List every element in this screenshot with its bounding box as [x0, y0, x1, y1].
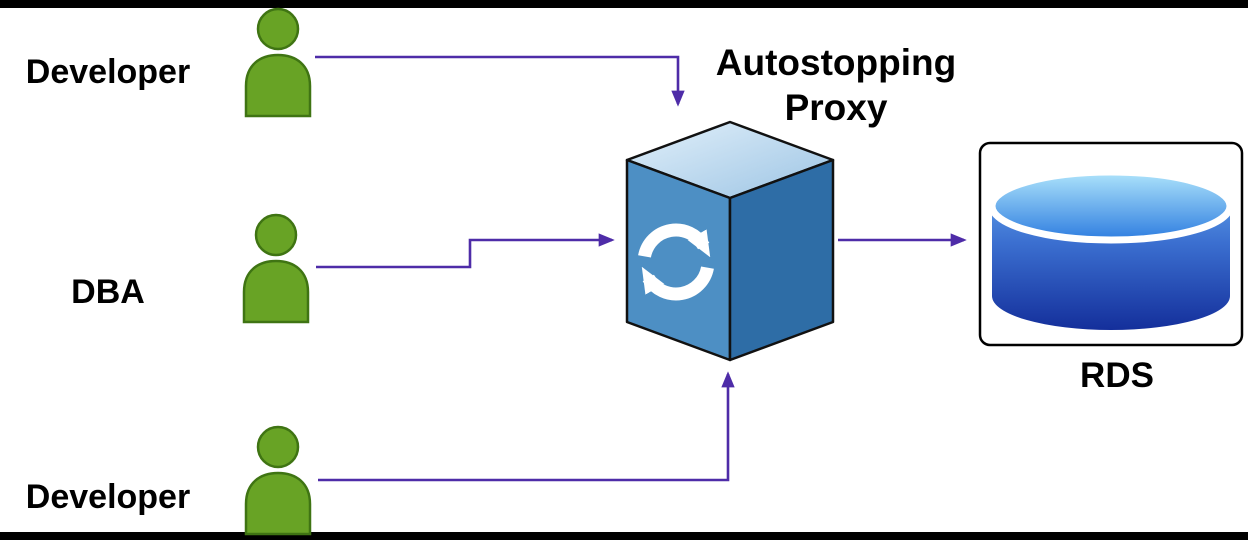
dba-person-icon	[242, 213, 310, 324]
proxy-label-line2: Proxy	[784, 87, 888, 129]
sync-icon	[638, 223, 714, 301]
rds-label: RDS	[1080, 356, 1154, 395]
bottom-border	[0, 532, 1248, 540]
top-border	[0, 0, 1248, 8]
rds-node	[978, 141, 1244, 347]
arrow-dba-to-proxy	[316, 233, 615, 269]
developer-bottom-person-icon	[244, 425, 312, 536]
arrow-developer-top-to-proxy	[315, 55, 685, 107]
sync-icon-bottom-arc	[641, 266, 714, 301]
proxy-label-line1: Autostopping	[715, 42, 957, 83]
proxy-cube	[625, 120, 835, 362]
dba-label: DBA	[71, 273, 145, 311]
sync-icon-top-arc	[638, 223, 711, 258]
proxy-cube-right-face	[728, 158, 835, 362]
developer-top-person-icon	[244, 7, 312, 118]
developer-bottom-label: Developer	[25, 478, 191, 516]
connector-arrows	[315, 55, 967, 482]
rds-cylinder-top	[988, 168, 1234, 244]
arrow-developer-bottom-to-proxy	[318, 371, 735, 482]
developer-top-label: Developer	[25, 53, 191, 91]
